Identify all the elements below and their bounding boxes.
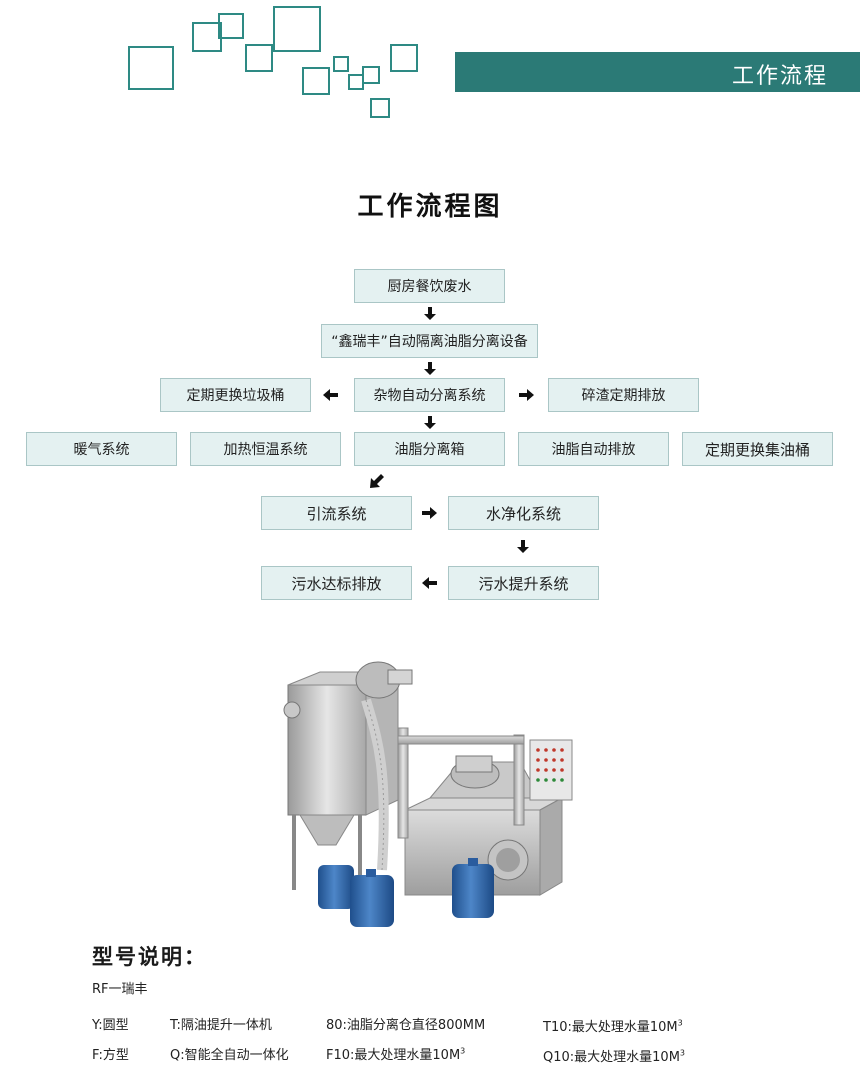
spec-f-type: F:方型	[92, 1048, 129, 1063]
spec-f10: F10:最大处理水量10M3	[326, 1046, 466, 1063]
flow-box-regular-bin-change: 定期更换垃圾桶	[160, 378, 311, 412]
spec-y-type: Y:圆型	[92, 1018, 129, 1033]
header-bar: 工作流程	[455, 52, 860, 92]
flow-box-compliant-discharge: 污水达标排放	[261, 566, 412, 600]
flow-box-diversion-system: 引流系统	[261, 496, 412, 530]
spec-q-type: Q:智能全自动一体化	[170, 1048, 289, 1063]
spec-t-type: T:隔油提升一体机	[170, 1018, 272, 1033]
arrow-left-icon	[422, 577, 437, 589]
spec-q10: Q10:最大处理水量10M3	[543, 1048, 686, 1065]
oil-separator-equipment-image	[283, 661, 573, 927]
spec-t10: T10:最大处理水量10M3	[543, 1018, 683, 1035]
flow-box-regular-oil-bucket-change: 定期更换集油桶	[682, 432, 833, 466]
flow-box-grease-separation-tank: 油脂分离箱	[354, 432, 505, 466]
arrow-down-icon	[424, 416, 436, 429]
arrow-down-icon	[424, 362, 436, 375]
page-title: 工作流程图	[357, 192, 503, 222]
flow-box-residue-discharge: 碎渣定期排放	[548, 378, 699, 412]
flow-box-water-purification: 水净化系统	[448, 496, 599, 530]
flow-box-thermostat-system: 加热恒温系统	[190, 432, 341, 466]
flow-box-kitchen-wastewater: 厨房餐饮废水	[354, 269, 505, 303]
spec-80: 80:油脂分离仓直径800MM	[326, 1018, 486, 1033]
arrow-down-left-icon	[370, 474, 384, 488]
model-spec-heading: 型号说明：	[92, 945, 207, 969]
flow-box-grease-auto-discharge: 油脂自动排放	[518, 432, 669, 466]
header-title: 工作流程	[731, 64, 828, 89]
arrow-right-icon	[519, 389, 534, 401]
flow-box-heating-system: 暖气系统	[26, 432, 177, 466]
flow-box-separation-device: “鑫瑞丰”自动隔离油脂分离设备	[321, 324, 538, 358]
spec-brand: RF一瑞丰	[92, 982, 148, 997]
arrow-right-icon	[422, 507, 437, 519]
flow-box-debris-separation: 杂物自动分离系统	[354, 378, 505, 412]
flow-box-sewage-lift: 污水提升系统	[448, 566, 599, 600]
arrow-down-icon	[517, 540, 529, 553]
arrow-left-icon	[323, 389, 338, 401]
arrow-down-icon	[424, 307, 436, 320]
